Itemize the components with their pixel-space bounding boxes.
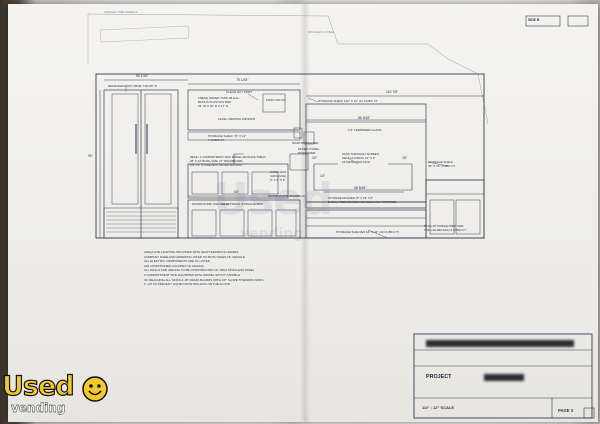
dim-left-post: 15" xyxy=(312,156,317,160)
scale-label: 1/2" : 12" SCALE xyxy=(422,405,455,410)
label-refrigerator: REFRIGERATOR (TRUE T49) 80" D xyxy=(108,84,157,88)
label-hand-sink: HAND SINK (ADVANCE) 9" X 9" X 5" xyxy=(270,170,287,182)
curbside-note: TRAILER TIRE WHEELS xyxy=(104,10,138,14)
smiley-icon xyxy=(82,376,108,402)
dim-sink-wall: 75 1/16" xyxy=(236,78,249,82)
label-level-window: LEVEL VIEWING WINDOW xyxy=(218,117,256,121)
label-pass-through: PASS THROUGH SCREEN SELF CLOSING 14" X 2… xyxy=(342,152,380,164)
label-storage-shelf-left: STORAGE SHELF 70" X 12" 7 CUBIC FT xyxy=(208,134,247,142)
blueprint-sheet: Used vending SIDE B TRAILER TIRE WHEELS … xyxy=(8,4,598,422)
redacted-company-name xyxy=(426,340,574,347)
label-storage-shelves-lower: STORAGE SHELVES 64" X 24" (22 CUBIC FT) xyxy=(336,230,400,234)
label-first-aid: FIRST AID KIT xyxy=(266,98,286,102)
label-fresh-tank: FRESH WATER TANK 38 GAL BONUS PLASTICS B… xyxy=(198,96,240,108)
roof-note: STAINLESS STEEL xyxy=(308,30,335,34)
dim-window-wall: 116 7/8" xyxy=(386,90,399,94)
logo-used-text: Used xyxy=(1,371,75,402)
dim-height: 90" xyxy=(88,154,93,158)
logo-vending-text: vending xyxy=(11,401,66,415)
used-vending-logo: Used vending xyxy=(1,371,112,420)
project-label: PROJECT xyxy=(426,374,452,380)
label-soap: SOAP DISPENSER xyxy=(292,141,319,145)
sheet-id: SIDE B xyxy=(528,18,540,22)
dim-screen: 14" xyxy=(320,174,325,178)
label-electrical: ELECTRICAL STORAGE BOX xyxy=(222,202,264,206)
label-clean-out: CLEAN OUT PORT xyxy=(226,90,253,94)
page-label: PAGE 3 xyxy=(558,408,574,413)
label-water-pump-2: WATER PUMP (SHURFLO) xyxy=(268,194,306,198)
watermark-brand: Used xyxy=(213,174,333,225)
label-storage-drawer: STORAGE DRAWER 10" X 24" X 8" EVENLY PER… xyxy=(328,196,397,204)
dim-window: 86 5/16" xyxy=(358,116,371,120)
label-paper-towel: PAPER TOWEL DISPENSER xyxy=(298,147,320,155)
general-notes: ADEQUATE LIGHTING PROVIDED WITH SHATTERP… xyxy=(144,250,264,287)
elevation-drawing xyxy=(87,13,595,419)
redacted-project-name xyxy=(484,374,524,381)
label-tempered-glass: 1/4" TEMPERED GLASS xyxy=(348,128,382,132)
dim-sink: 60" xyxy=(234,190,239,194)
label-storage-right: STORAGE SHELF 48" X 16" CUBIC FT xyxy=(428,160,456,168)
label-storage-shelf-top: STORAGE SHELF 124" X 12" (11 CUBIC FT xyxy=(318,99,378,103)
dim-pass-through: 48 5/16" xyxy=(354,186,367,190)
page-number-box xyxy=(583,407,595,419)
dim-right-post: 15" xyxy=(402,156,407,160)
watermark-sub: vending xyxy=(240,226,304,242)
label-three-compartment-sink: BENZ / 3 COMPARTMENT SINK MODEL ADVANCE … xyxy=(190,155,266,167)
dim-refrigerator-width: 56 1/16" xyxy=(136,74,149,78)
label-water-pump: WATER PUMP (SHURFLO) xyxy=(192,202,230,206)
paper-fold xyxy=(300,4,310,422)
label-true-fridge: TRUE 48" FRIDGE PREP SIDE TSSU-48-10M-AD… xyxy=(424,224,466,232)
